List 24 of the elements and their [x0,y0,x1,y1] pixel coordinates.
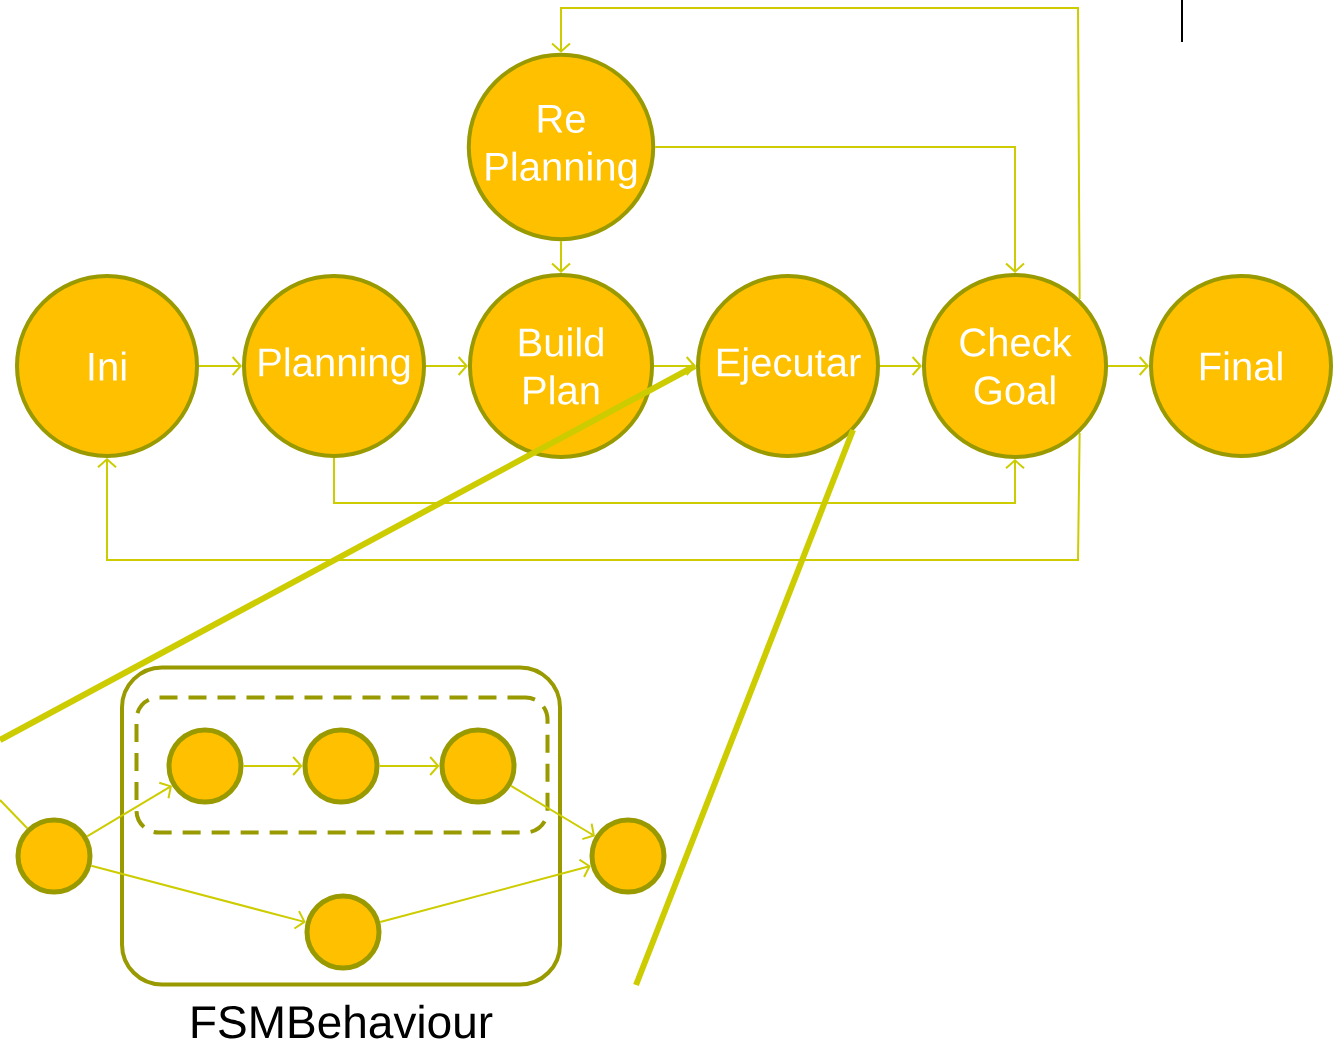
state-circle [304,893,382,971]
arrow [551,240,571,273]
arrow [653,356,696,376]
state-circle [302,727,380,805]
arrow [379,858,591,924]
state-circle [589,817,667,895]
arrow [242,756,303,776]
dashed-box [134,695,550,835]
arrow [378,756,440,776]
arrow [86,781,172,838]
arrow [333,457,1025,504]
state-circle [166,727,244,805]
arrow [198,356,242,376]
arrow [510,784,595,841]
arrow [551,7,1081,301]
arrow [879,356,922,376]
state-circle [439,727,517,805]
state-circle [15,817,93,895]
box-heading: FSMBehaviour [192,1004,493,1039]
arrow [90,864,306,930]
arrow [1107,356,1149,376]
arrow [97,431,1081,561]
arrow [425,356,468,376]
arrow [654,146,1025,273]
